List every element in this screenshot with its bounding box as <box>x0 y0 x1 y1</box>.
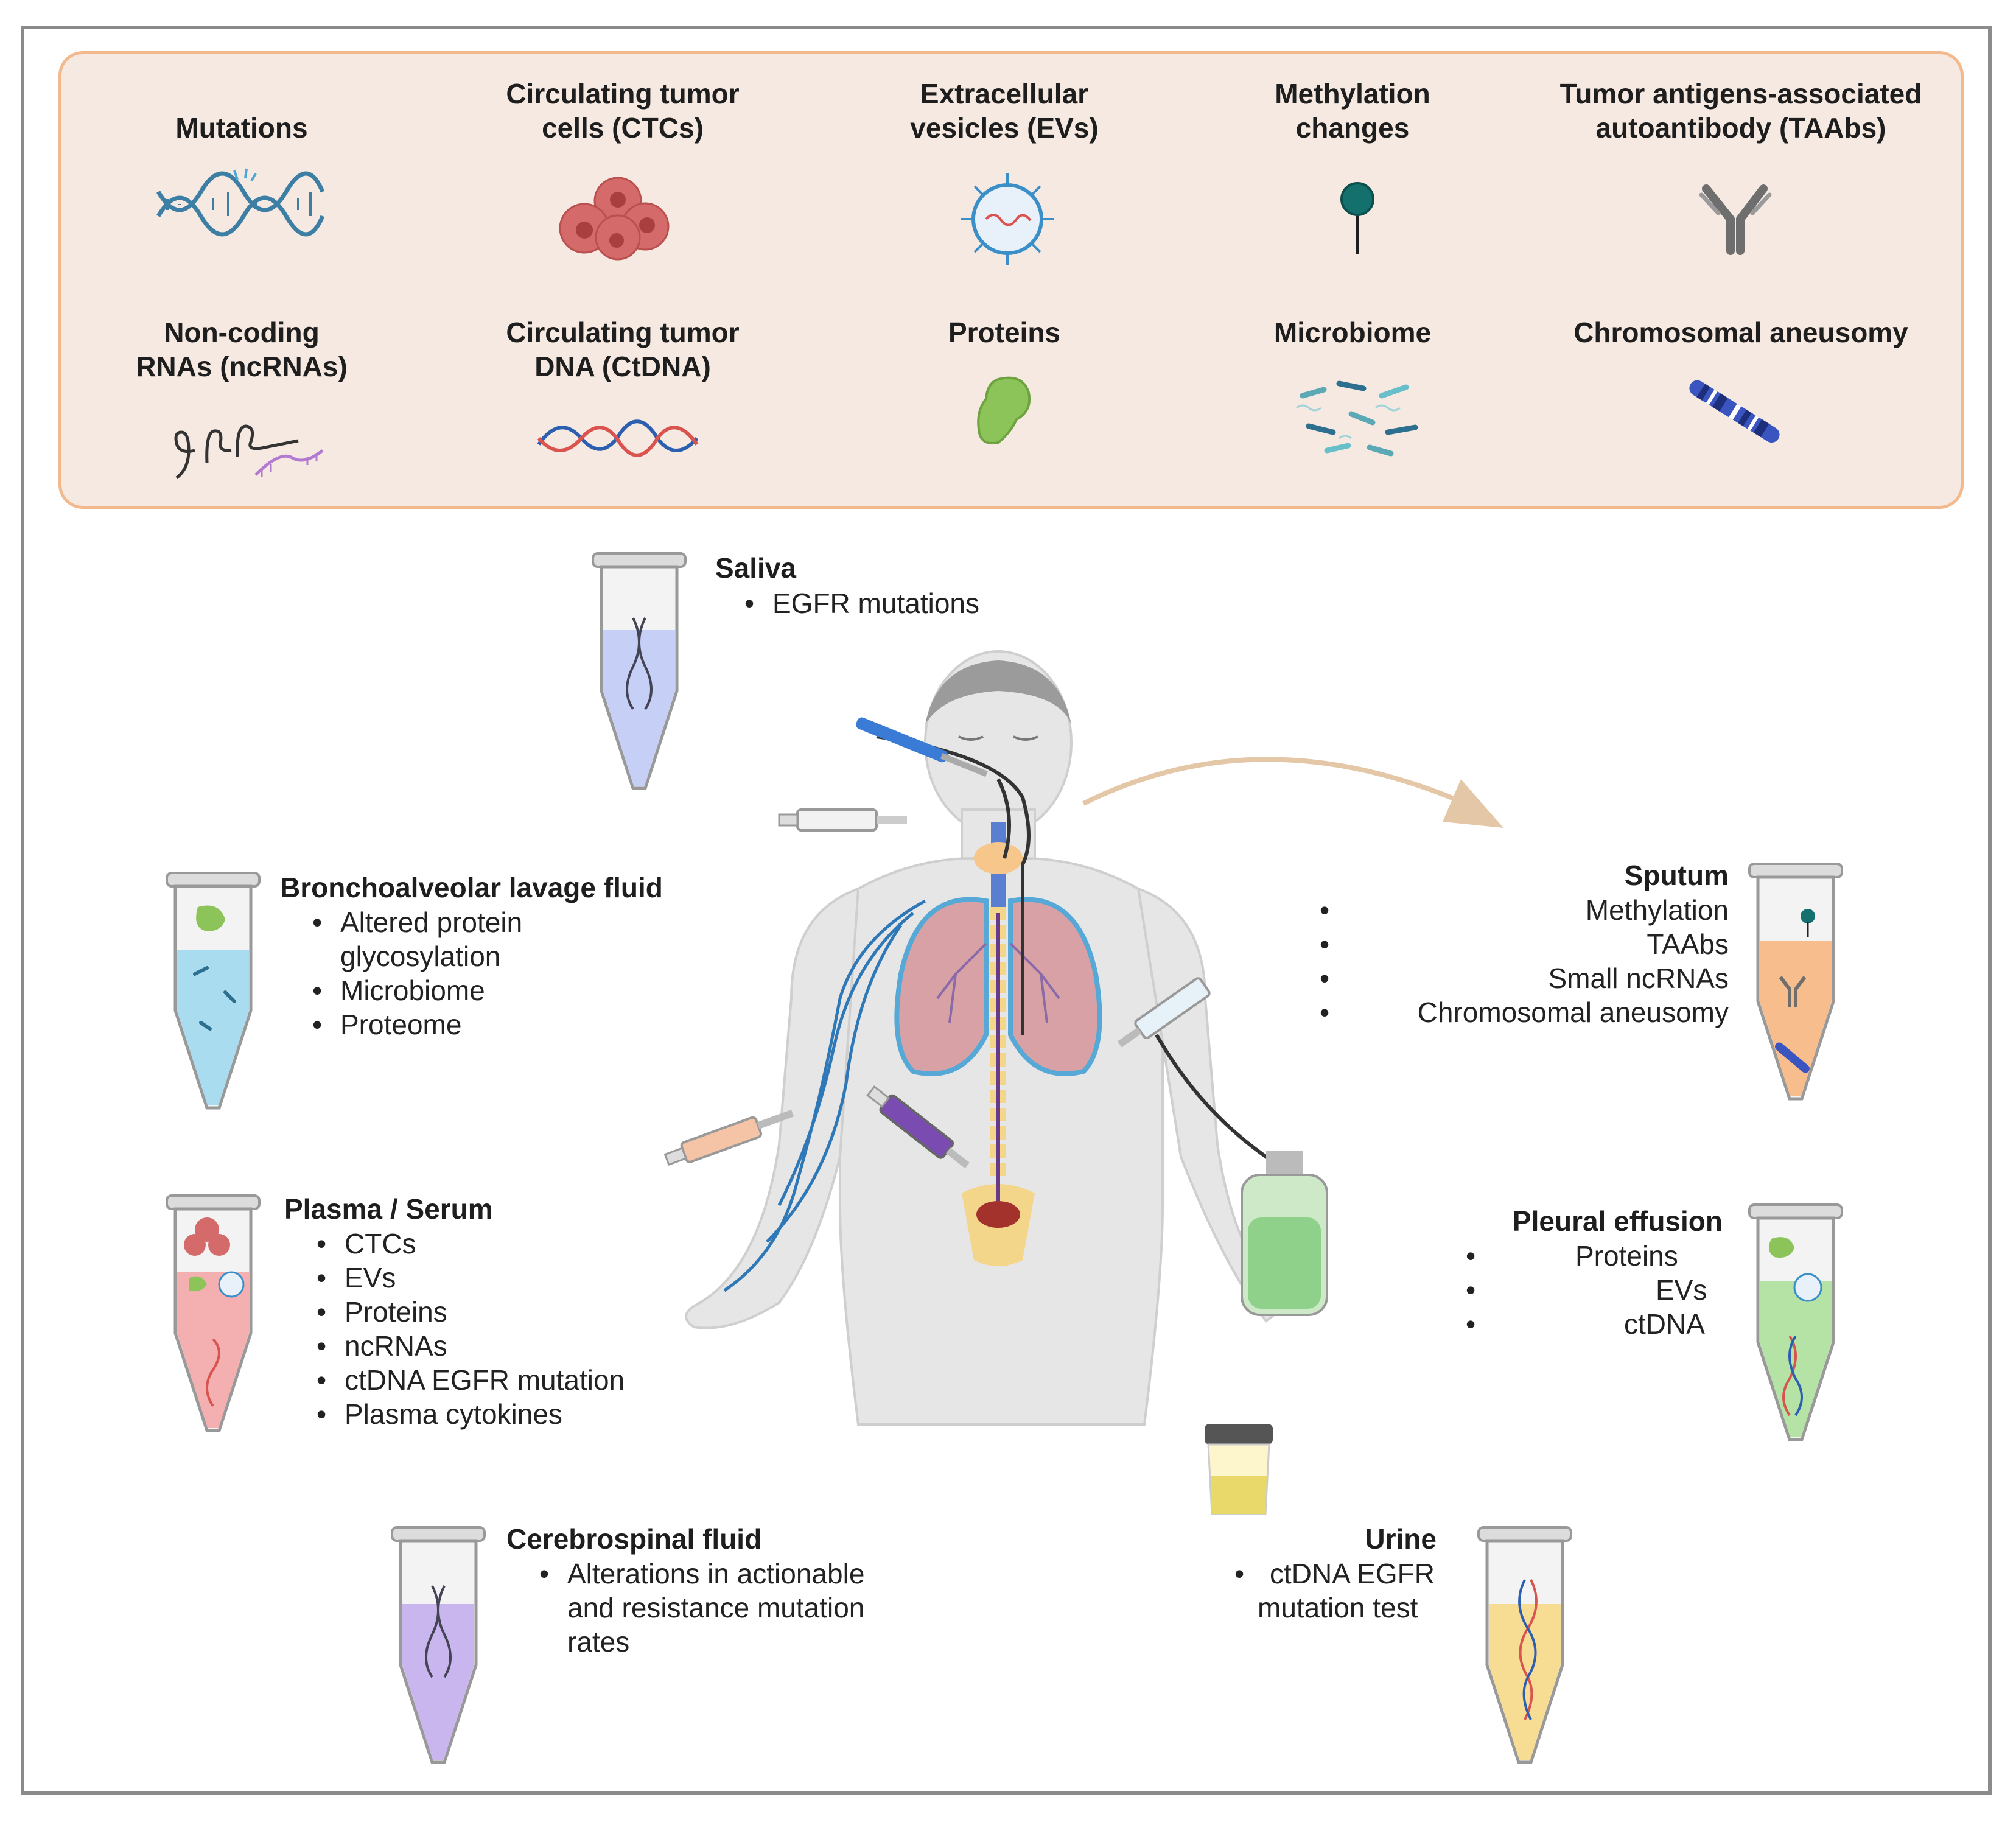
list-item-text: Small ncRNAs <box>1548 962 1729 994</box>
urine-list: ctDNA EGFR mutation test <box>1230 1557 1437 1625</box>
saliva-tube <box>592 552 687 790</box>
urine-title: Urine <box>1365 1523 1437 1555</box>
plasma-title: Plasma / Serum <box>284 1193 493 1225</box>
urine-tube <box>1477 1526 1572 1764</box>
saliva-list: EGFR mutations <box>740 586 979 620</box>
list-item: ctDNA EGFR <box>1230 1557 1437 1591</box>
list-item: ctDNA <box>1461 1307 1723 1341</box>
csf-list: Alterations in actionable and resistance… <box>534 1557 864 1659</box>
biomarker-label-ctcs: Circulating tumor cells (CTCs) <box>434 77 811 145</box>
protein-blob-icon <box>977 376 1031 444</box>
biomarker-label-proteins: Proteins <box>816 315 1193 349</box>
list-item-text: mutation test <box>1258 1592 1418 1624</box>
human-body-illustration <box>663 650 1328 1426</box>
list-item: ncRNAs <box>312 1329 625 1363</box>
label-line: DNA (CtDNA) <box>534 351 711 382</box>
label-line: Extracellular <box>920 78 1089 110</box>
label-line: changes <box>1295 112 1410 144</box>
label-line: Proteins <box>948 317 1061 348</box>
biomarker-label-ctdna: Circulating tumor DNA (CtDNA) <box>434 315 811 384</box>
label-line: autoantibody (TAAbs) <box>1595 112 1886 144</box>
sputum-list: Methylation TAAbs Small ncRNAs Chromosom… <box>1315 893 1729 1029</box>
list-item: Small ncRNAs <box>1315 961 1729 995</box>
chromosome-icon <box>1689 380 1780 443</box>
biomarker-label-aneusomy: Chromosomal aneusomy <box>1522 315 1960 349</box>
biomarker-label-methylation: Methylation changes <box>1164 77 1541 145</box>
sputum-arrow <box>1082 757 1503 828</box>
list-item: CTCs <box>312 1227 625 1261</box>
plasma-list: CTCs EVs Proteins ncRNAs ctDNA EGFR muta… <box>312 1227 625 1431</box>
label-line: Mutations <box>175 112 308 144</box>
list-item-continuation: and resistance mutation <box>534 1591 864 1625</box>
label-line: Methylation <box>1275 78 1430 110</box>
saliva-title: Saliva <box>715 552 796 584</box>
vesicle-icon <box>961 173 1054 265</box>
label-line: Microbiome <box>1273 317 1432 348</box>
biomarker-label-mutations: Mutations <box>53 111 430 145</box>
biomarker-label-ncrnas: Non-coding RNAs (ncRNAs) <box>53 315 430 384</box>
list-item: Chromosomal aneusomy <box>1315 995 1729 1029</box>
pleural-tube <box>1748 1203 1843 1441</box>
rna-hairpin-icon <box>174 424 324 479</box>
list-item: Alterations in actionable <box>534 1557 864 1591</box>
list-item: Proteome <box>307 1007 522 1042</box>
balf-tube <box>166 872 261 1110</box>
list-item: Proteins <box>312 1295 625 1329</box>
dna-helix-icon <box>156 168 325 237</box>
biomarker-label-microbiome: Microbiome <box>1164 315 1541 349</box>
list-item-text: glycosylation <box>340 941 501 972</box>
list-item-text: Methylation <box>1585 894 1729 926</box>
list-item: ctDNA EGFR mutation <box>312 1363 625 1397</box>
list-item-text: TAAbs <box>1647 928 1729 960</box>
label-line: Non-coding <box>164 317 320 348</box>
list-item: Proteins <box>1461 1239 1723 1273</box>
bacteria-icon <box>1296 380 1418 457</box>
list-item: Microbiome <box>307 973 522 1007</box>
sputum-tube <box>1748 863 1843 1101</box>
list-item: EVs <box>1461 1273 1723 1307</box>
csf-tube <box>391 1526 486 1764</box>
balf-title: Bronchoalveolar lavage fluid <box>280 872 663 903</box>
label-line: RNAs (ncRNAs) <box>136 351 348 382</box>
list-item-text: Chromosomal aneusomy <box>1417 997 1729 1028</box>
figure-frame <box>21 26 1992 1795</box>
list-item-continuation: rates <box>534 1625 864 1659</box>
csf-title: Cerebrospinal fluid <box>506 1523 762 1555</box>
list-item-continuation: glycosylation <box>307 939 522 973</box>
biomarker-panel <box>58 51 1964 509</box>
balf-list: Altered protein glycosylation Microbiome… <box>307 905 522 1042</box>
sputum-title: Sputum <box>1624 860 1729 891</box>
pleural-title: Pleural effusion <box>1512 1205 1723 1237</box>
ctdna-strand-icon <box>537 419 699 457</box>
list-item: Plasma cytokines <box>312 1397 625 1431</box>
biomarker-label-evs: Extracellular vesicles (EVs) <box>816 77 1193 145</box>
label-line: Chromosomal aneusomy <box>1573 317 1908 348</box>
pleural-list: Proteins EVs ctDNA <box>1461 1239 1723 1341</box>
methylation-pin-icon <box>1340 182 1374 254</box>
label-line: Tumor antigens-associated <box>1559 78 1922 110</box>
biomarker-label-taabs: Tumor antigens-associated autoantibody (… <box>1522 77 1960 145</box>
antibody-icon <box>1699 184 1772 255</box>
tumor-cells-icon <box>559 177 670 261</box>
list-item-continuation: mutation test <box>1230 1591 1437 1625</box>
list-item: TAAbs <box>1315 927 1729 961</box>
label-line: Circulating tumor <box>506 78 740 110</box>
urine-cup-icon <box>1205 1424 1273 1515</box>
label-line: vesicles (EVs) <box>910 112 1099 144</box>
list-item: Methylation <box>1315 893 1729 927</box>
list-item: EGFR mutations <box>740 586 979 620</box>
list-item-text: and resistance mutation <box>567 1592 865 1624</box>
list-item: Altered protein <box>307 905 522 939</box>
label-line: Circulating tumor <box>506 317 740 348</box>
label-line: cells (CTCs) <box>542 112 704 144</box>
plasma-tube <box>166 1194 261 1432</box>
list-item-text: rates <box>567 1626 630 1658</box>
list-item: EVs <box>312 1261 625 1295</box>
